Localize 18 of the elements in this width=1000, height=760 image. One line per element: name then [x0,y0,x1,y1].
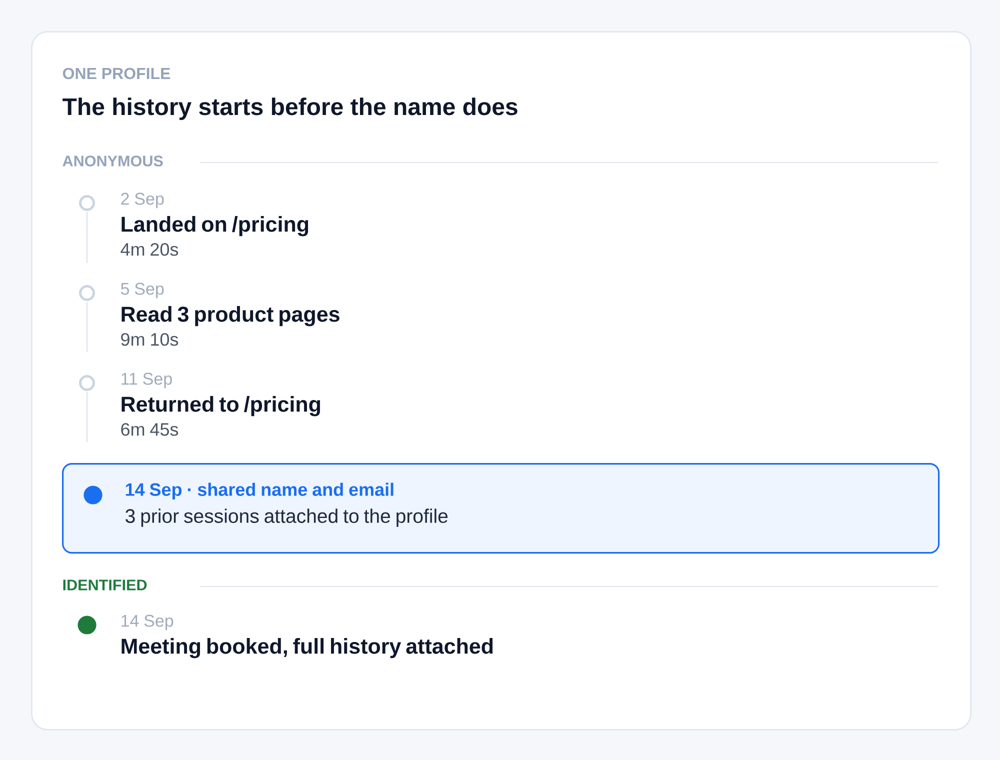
eyebrow-label: ONE PROFILE [62,68,170,80]
heading: The history starts before the name does [62,98,518,120]
section-label: ANONYMOUS [62,156,163,166]
section-label: IDENTIFIED [63,580,147,590]
date-label: 11 Sep [122,372,172,388]
date-label: 2 Sep [121,192,164,208]
event-title: Landed on /pricing [122,216,308,236]
event-note: 3 prior sessions attached to the profile [126,508,448,527]
highlight-box [62,463,940,554]
duration-label: 4m 20s [120,243,178,256]
duration-label: 9m 10s [121,333,178,346]
duration-label: 6m 45s [121,423,178,436]
date-label: 5 Sep [120,282,164,298]
date-label: 14 Sep [122,614,174,630]
event-title: Returned to /pricing [122,396,320,416]
event-heading: 14 Sep · shared name and email [126,482,394,500]
event-title: Read 3 product pages [122,306,340,326]
event-title: Meeting booked, full history attached [122,638,493,658]
